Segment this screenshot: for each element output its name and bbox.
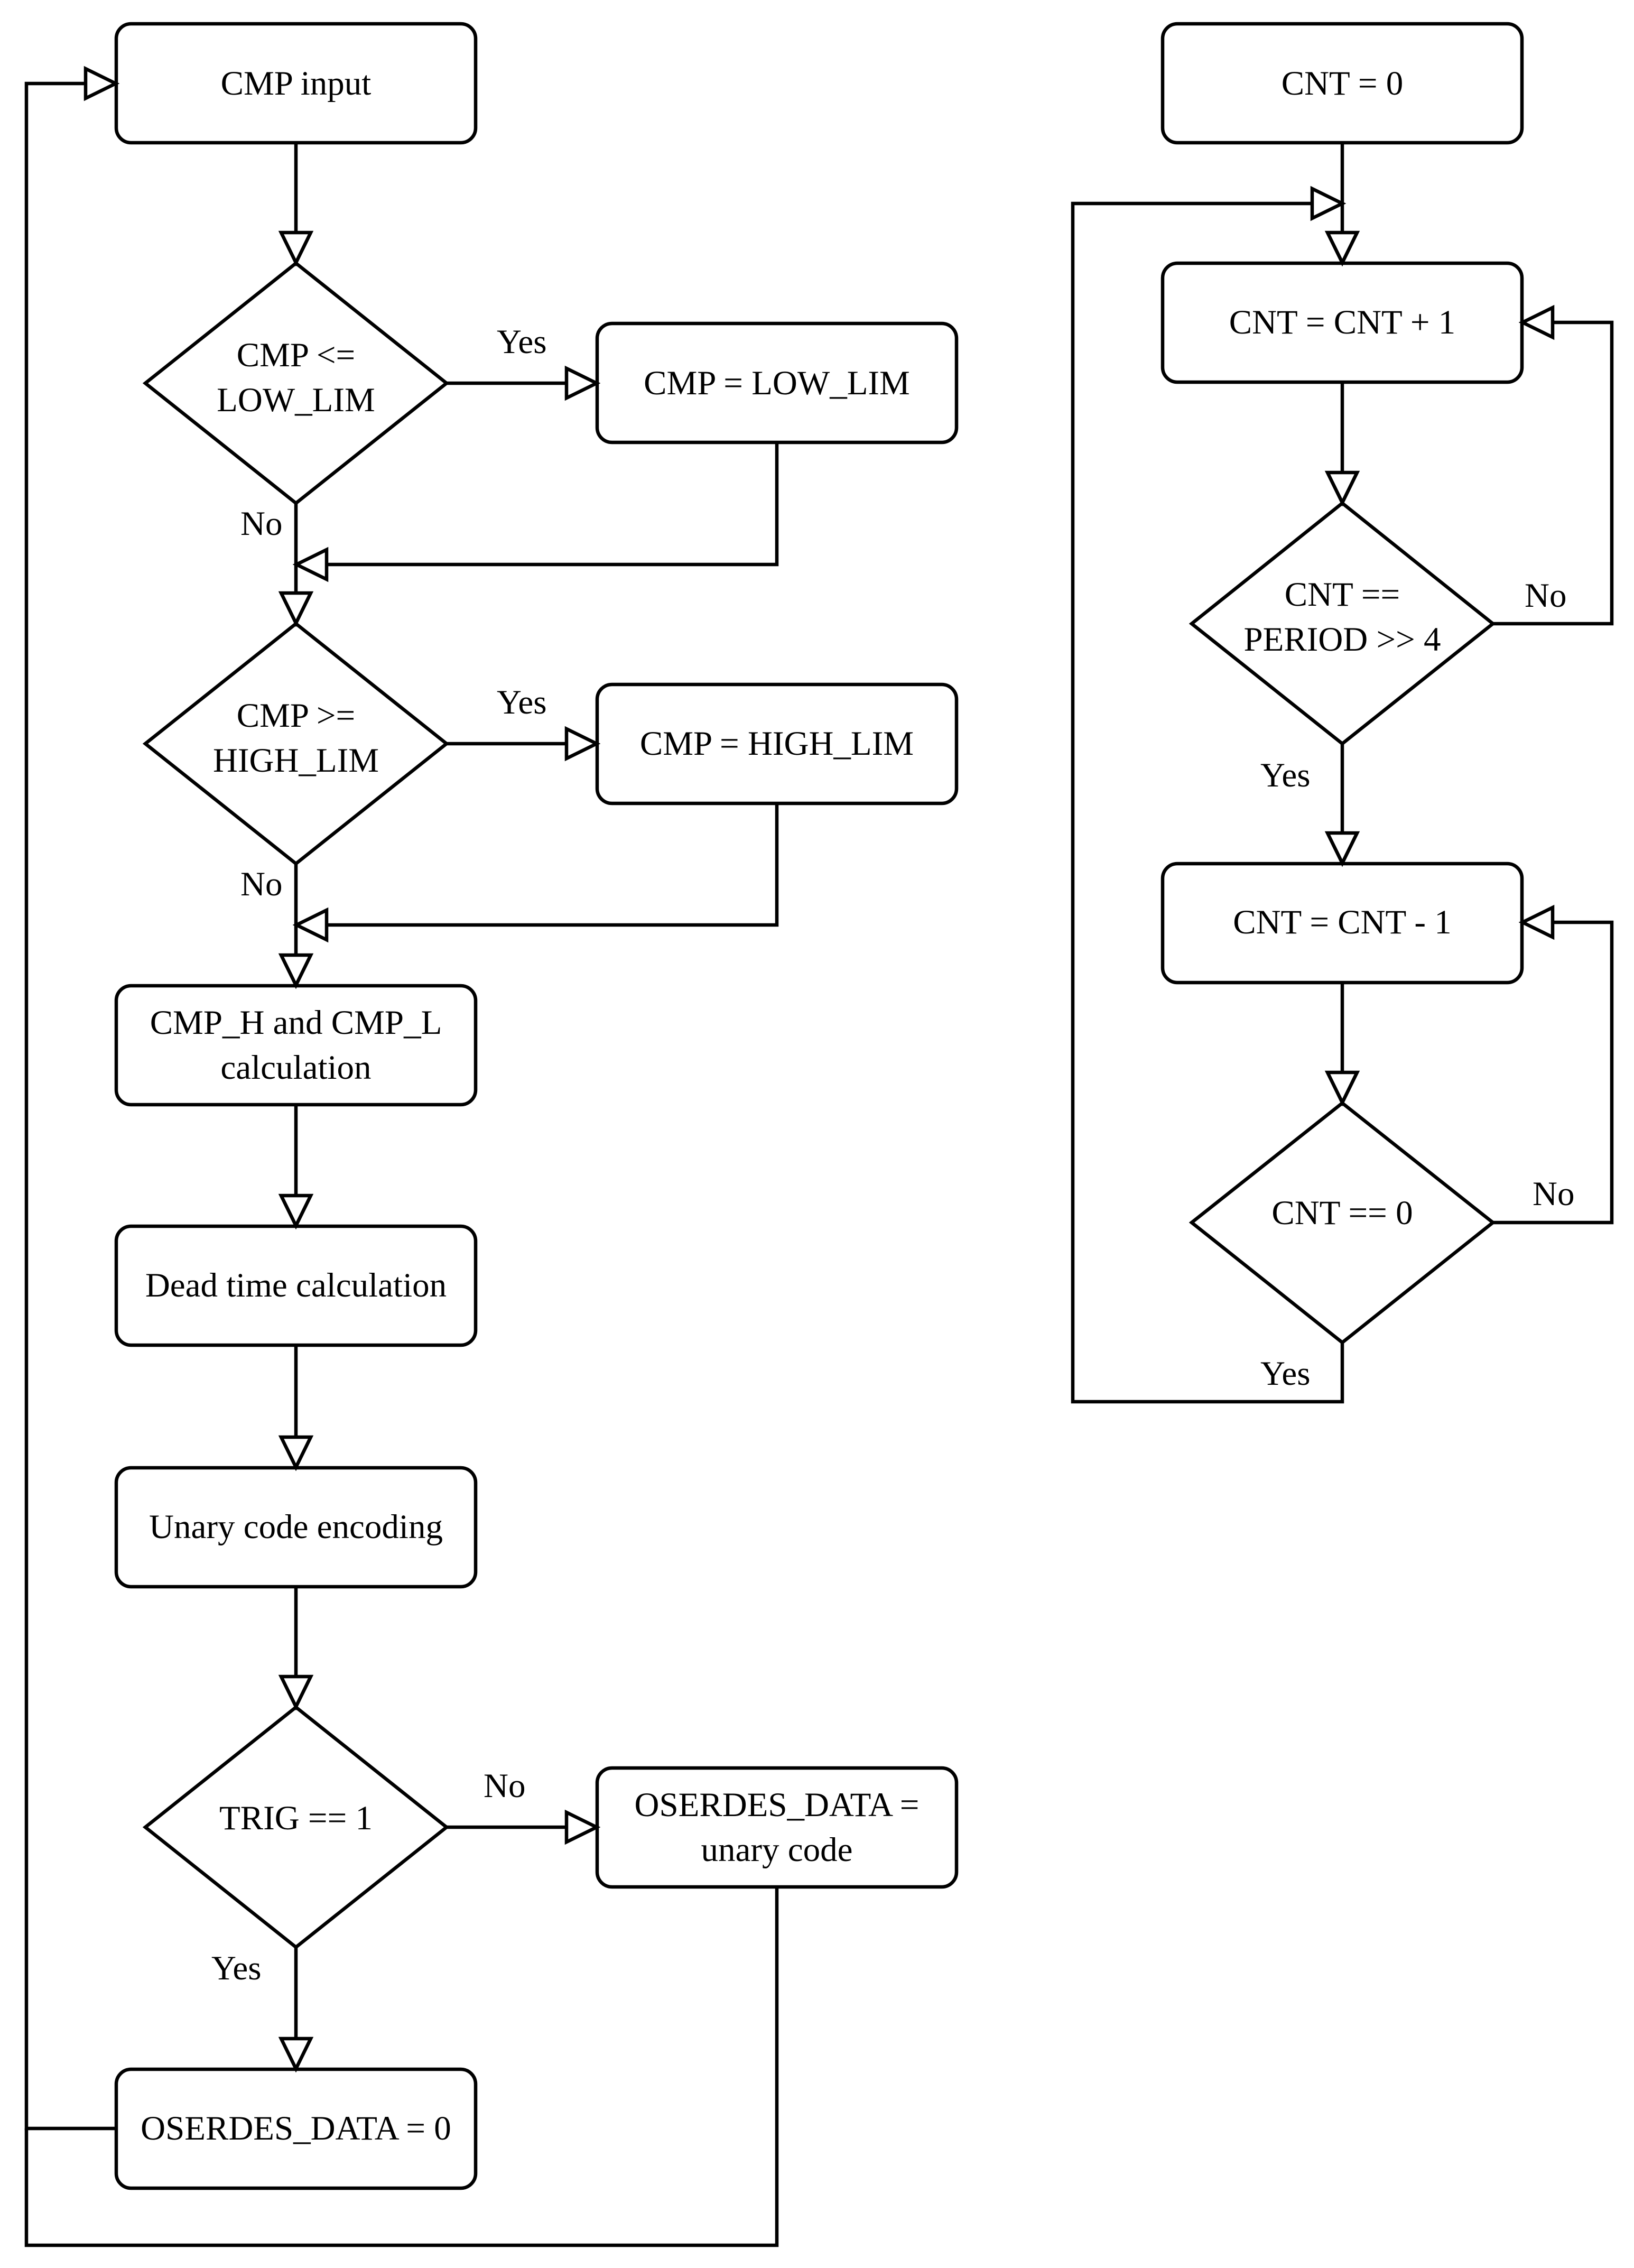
decision-cmp-low: CMP <= LOW_LIM <box>142 261 450 506</box>
edge-low-assign-return <box>327 442 779 567</box>
decision-cnt-period-line2: PERIOD >> 4 <box>1243 621 1441 659</box>
node-cmp-input-label: CMP input <box>221 64 372 103</box>
edge-unary-loop-back <box>24 1887 779 2247</box>
arrowhead <box>278 230 314 267</box>
decision-cmp-high: CMP >= HIGH_LIM <box>142 621 450 866</box>
node-cmp-high-assign-label: CMP = HIGH_LIM <box>640 725 914 763</box>
label-low-yes: Yes <box>497 323 547 361</box>
edge-zero-loop-back <box>24 81 116 2131</box>
arrowhead <box>564 1809 601 1845</box>
arrowhead <box>278 1435 314 1471</box>
arrowhead <box>1324 1070 1360 1107</box>
arrowhead <box>1518 904 1555 940</box>
arrowhead <box>564 365 601 401</box>
node-cmp-high-assign: CMP = HIGH_LIM <box>595 682 959 806</box>
node-oserdes-zero: OSERDES_DATA = 0 <box>114 2067 478 2190</box>
edge-zero-no <box>1493 920 1614 1225</box>
arrowhead <box>278 591 314 627</box>
arrowhead <box>1324 230 1360 267</box>
arrowhead <box>564 726 601 762</box>
node-cnt-increment: CNT = CNT + 1 <box>1160 261 1524 384</box>
edge-zero-yes-loop <box>1071 201 1344 1404</box>
decision-cnt-period-line1: CNT == <box>1285 576 1400 614</box>
node-dead-time-calculation-label: Dead time calculation <box>145 1266 447 1304</box>
node-cnt-decrement: CNT = CNT - 1 <box>1160 862 1524 985</box>
label-zero-no: No <box>1533 1175 1574 1213</box>
right-flow-labels: No Yes No Yes <box>1260 577 1574 1393</box>
decision-trig-label: TRIG == 1 <box>219 1799 373 1837</box>
decision-cnt-zero: CNT == 0 <box>1189 1100 1496 1345</box>
node-oserdes-unary-line1: OSERDES_DATA = <box>635 1786 920 1824</box>
arrowhead <box>1310 186 1347 221</box>
arrowhead <box>292 547 329 582</box>
label-period-no: No <box>1525 577 1566 615</box>
node-oserdes-unary-line2: unary code <box>701 1831 853 1869</box>
arrowhead <box>1324 470 1360 507</box>
node-cmp-low-assign: CMP = LOW_LIM <box>595 321 959 445</box>
left-flow-connectors <box>24 66 779 2247</box>
arrowhead <box>278 2036 314 2073</box>
node-cnt-decrement-label: CNT = CNT - 1 <box>1233 903 1451 941</box>
node-cmp-low-assign-label: CMP = LOW_LIM <box>644 364 910 402</box>
node-cmp-hl-calculation: CMP_H and CMP_L calculation <box>114 984 478 1107</box>
arrowhead <box>278 1674 314 1711</box>
arrowhead <box>278 953 314 989</box>
arrowhead <box>278 1193 314 1230</box>
node-unary-encoding: Unary code encoding <box>114 1466 478 1589</box>
arrowhead <box>292 907 329 943</box>
arrowhead <box>1324 831 1360 867</box>
arrowhead <box>1518 304 1555 340</box>
label-low-no: No <box>240 505 282 543</box>
node-oserdes-zero-label: OSERDES_DATA = 0 <box>141 2109 451 2147</box>
label-trig-yes: Yes <box>211 1949 262 1987</box>
label-trig-no: No <box>484 1767 525 1805</box>
arrowhead <box>83 66 120 101</box>
left-flow-labels: Yes No Yes No No Yes <box>211 323 547 1987</box>
node-cnt-increment-label: CNT = CNT + 1 <box>1229 303 1455 341</box>
label-period-yes: Yes <box>1260 756 1311 794</box>
decision-cnt-zero-label: CNT == 0 <box>1271 1194 1413 1232</box>
decision-cnt-period: CNT == PERIOD >> 4 <box>1189 501 1496 746</box>
decision-cmp-low-line2: LOW_LIM <box>217 381 375 419</box>
right-flow-connectors <box>1071 143 1614 1404</box>
decision-cmp-high-line1: CMP >= <box>237 697 355 735</box>
node-oserdes-unary: OSERDES_DATA = unary code <box>595 1766 959 1889</box>
node-cnt-init-label: CNT = 0 <box>1282 64 1403 103</box>
label-high-no: No <box>240 865 282 903</box>
edge-high-assign-return <box>327 803 779 927</box>
decision-cmp-high-line2: HIGH_LIM <box>213 742 379 780</box>
edge-period-no <box>1493 320 1614 626</box>
node-cmp-input: CMP input <box>114 22 478 145</box>
decision-trig: TRIG == 1 <box>142 1705 450 1950</box>
node-cnt-init: CNT = 0 <box>1160 22 1524 145</box>
node-unary-encoding-label: Unary code encoding <box>149 1508 443 1546</box>
label-zero-yes: Yes <box>1260 1355 1311 1393</box>
label-high-yes: Yes <box>497 683 547 721</box>
node-cmp-hl-calculation-line2: calculation <box>220 1049 371 1087</box>
node-dead-time-calculation: Dead time calculation <box>114 1224 478 1347</box>
decision-cmp-low-line1: CMP <= <box>237 336 355 374</box>
node-cmp-hl-calculation-line1: CMP_H and CMP_L <box>150 1004 442 1042</box>
